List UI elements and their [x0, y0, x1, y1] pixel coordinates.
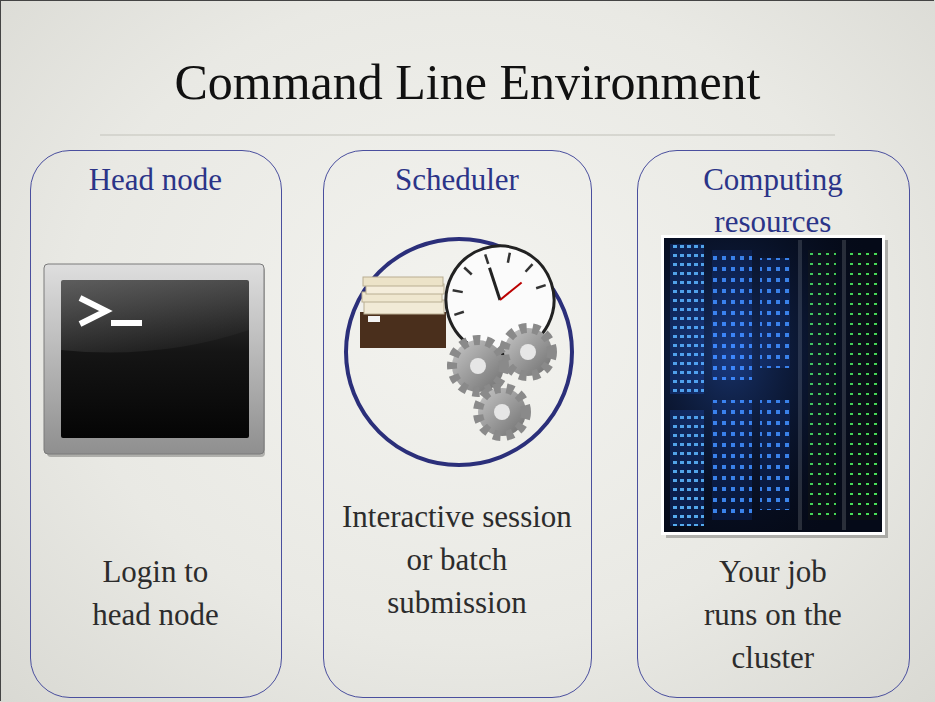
- slide-title: Command Line Environment: [0, 52, 935, 112]
- panel-heading: Scheduler: [337, 159, 577, 201]
- panel-box: Computing resourcesYour job runs on the …: [637, 150, 910, 698]
- panel-caption: Login to head node: [85, 550, 225, 636]
- panel-box: SchedulerInteractive session or batch su…: [323, 150, 592, 698]
- scheduler-icon: [346, 232, 572, 465]
- panel-box: Head nodeLogin to head node: [30, 150, 282, 698]
- panel-caption: Your job runs on the cluster: [689, 550, 857, 679]
- panel-heading: Head node: [40, 159, 270, 201]
- gears: [452, 328, 552, 436]
- panel-caption: Interactive session or batch submission: [337, 495, 577, 624]
- server-photo: [661, 235, 888, 538]
- title-rule: [100, 134, 835, 136]
- panel-heading: Computing resources: [673, 159, 873, 243]
- paper-stack: [360, 277, 446, 348]
- terminal-icon: [44, 264, 265, 457]
